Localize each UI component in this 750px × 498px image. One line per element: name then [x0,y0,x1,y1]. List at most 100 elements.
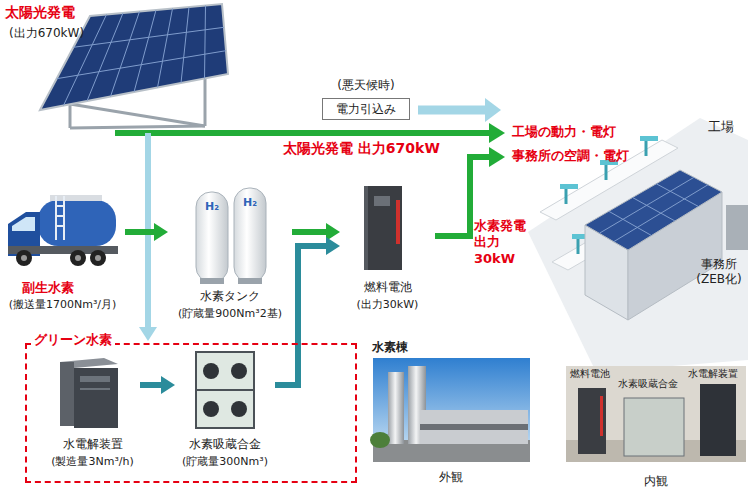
factory-illustration [565,188,568,204]
tanker-truck-illustration [50,195,102,201]
solar-panel-illustration [70,104,205,126]
fuel-cell-illustration [368,186,402,270]
grid-power-arrow [418,98,501,122]
hydrogen-tank-unit: 水素タンク(貯蔵量900Nm³2基) [168,185,292,325]
unit-spec: (搬送量1700Nm³/月) [0,298,125,312]
hydrogen-alloy-illustration [203,363,219,379]
connector-line [292,229,326,235]
connector-line [115,130,489,136]
tanker-truck-illustration [90,250,106,266]
green-hydrogen-supply-arrow [275,237,340,385]
photo-heading: 水素棟 [372,340,408,355]
unit-spec: (製造量3Nm³/h) [40,455,145,469]
interior-photo-frame: 燃料電池水素吸蔵合金水電解装置内観 [566,366,746,490]
interior-photo [624,398,684,456]
exterior-photo [370,432,390,448]
factory-illustration [633,198,676,222]
interior-photo [566,366,746,462]
hydrogen-tank-illustration [196,192,228,282]
solar-panel-illustration [204,76,207,126]
factory-illustration [656,184,698,207]
electrolyzer-illustration [60,362,74,426]
solar-panel-illustration [87,13,123,101]
electrolyzer-illustration [60,358,118,428]
exterior-photo [388,372,404,444]
exterior-photo [420,424,528,430]
tanker-truck-illustration [21,255,27,261]
exterior-photo [373,358,530,462]
factory-illustration [585,170,722,250]
connector-line [125,229,154,235]
unit-spec: (貯蔵量300Nm³) [175,455,275,469]
factory-illustration [599,177,708,241]
hydrogen-tank-illustration [238,278,262,284]
tanker-truck-illustration [8,195,118,266]
hydrogen-supply-arrow [292,223,340,241]
electrolyzer-illustration [80,388,110,390]
factory-illustration [645,140,648,156]
unit-title: 水素吸蔵合金 [175,437,275,452]
photo-caption: 外観 [370,470,532,485]
hydrogen-alloy-illustration [231,401,247,417]
exterior-photo-frame: 水素棟外観 [370,340,532,490]
interior-photo [566,366,746,462]
hydrogen-delivery-arrow [125,223,168,241]
supply-target-label: 事務所の空調・電灯 [512,148,629,164]
factory-illustration [609,211,652,235]
unit-title: 水素タンク [168,289,292,304]
factory-illustration [640,136,658,141]
electrolyzer-illustration [74,368,118,428]
tanker-truck-illustration [12,217,35,231]
arrow-head [139,327,157,341]
group-title: グリーン水素 [31,332,115,348]
tank-marking: H₂ [243,196,257,210]
photo-tag: 燃料電池 [570,368,610,381]
fuel-cell-illustration [364,186,368,270]
solar-panel-illustration [181,7,189,83]
hydrogen-alloy-illustration [196,352,254,428]
solar-panel-illustration [111,12,140,97]
tank-marking: H₂ [205,200,219,214]
solar-panel-illustration [205,6,206,79]
hydrogen-alloy-unit: 水素吸蔵合金 (貯蔵量300Nm³) [175,351,275,479]
solar-power-unit: 太陽光発電 (出力670kW) [5,2,230,133]
hydrogen-alloy-illustration [196,389,254,391]
unit-title: 燃料電池 [340,280,435,295]
arrow-head [326,237,340,255]
arrow-head [154,223,168,241]
arrow-head [489,147,505,167]
electrolyzer-illustration [80,376,110,382]
unit-title: 太陽光発電 [5,4,75,22]
tanker-truck-illustration [55,196,57,240]
grid-supply-box: (悪天候時)電力引込み [318,78,414,122]
tanker-truck-illustration [56,196,64,240]
connector-line [275,246,326,385]
solar-panel-illustration [158,9,173,88]
edge-label: 太陽光発電 出力670kW [283,140,440,158]
edge-label: 水素発電 出力30kW [474,218,538,267]
unit-title: 副生水素 [22,280,74,296]
supply-target-label: 工場の動力・電灯 [512,124,616,140]
photo-caption: 内観 [566,474,746,489]
tanker-truck-illustration [56,225,64,227]
tanker-truck-illustration [38,200,116,246]
connector-line [418,106,485,115]
green-hydrogen-group: グリーン水素水電解装置(製造量3Nm³/h)水素吸蔵合金(貯蔵量300Nm³) [25,343,357,483]
unit-spec: (出力30kW) [340,298,435,312]
building-name: 工場 [701,119,741,135]
building-name: 事務所 (ZEB化) [691,257,747,287]
tanker-truck-illustration [56,215,64,217]
tanker-truck-illustration [75,255,81,261]
arrow-head [485,98,501,122]
tanker-truck-illustration [56,205,64,207]
fuel-cell-illustration [374,196,390,206]
factory-illustration [560,184,578,189]
arrow-head [326,223,340,241]
unit-spec: (出力670kW) [9,26,84,41]
photo-tag: 水電解装置 [688,368,738,381]
hydrogen-alloy-illustration [196,352,254,428]
fuel-cell-illustration [364,186,402,270]
condition-note: (悪天候時) [318,78,414,93]
